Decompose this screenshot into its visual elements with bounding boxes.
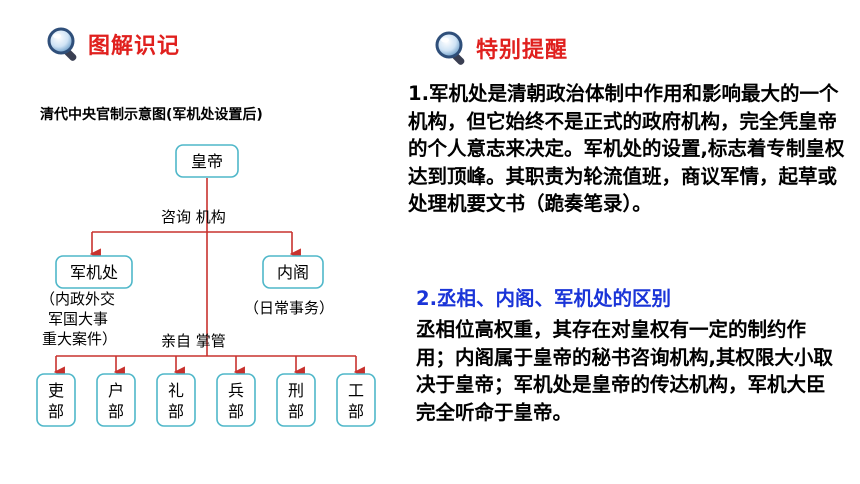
magnifier-icon [432,28,472,68]
node-ministry: 兵部 [216,373,256,427]
note-subheading-2: 2.丞相、内阁、军机处的区别 [416,287,671,310]
direct-label: 亲自 掌管 [161,332,226,350]
node-emperor: 皇帝 [175,144,239,178]
consult-label: 咨询 机构 [161,208,226,226]
magnifier-icon [44,24,84,64]
ministry-label: 户 [108,381,124,400]
note-paragraph-2: 丞相位高权重，其存在对皇权有一定的制约作用；内阁属于皇帝的秘书咨询机构,其权限大… [416,318,833,424]
org-chart: 皇帝 咨询 机构 军机处 （内政外交 军国大事 重大案件） 内阁 （日常事务） … [36,144,376,427]
section-header-diagram: 图解识记 [44,24,180,64]
ministry-label: 部 [168,402,184,421]
section-header-reminder: 特别提醒 [432,28,568,68]
ministry-label: 部 [348,402,364,421]
connector-lines [53,178,365,378]
node-junjichu-label: 军机处 [70,263,118,282]
node-ministry: 刑部 [276,373,316,427]
ministry-label: 部 [108,402,124,421]
ministry-label: 部 [48,402,64,421]
ministry-label: 部 [288,402,304,421]
neige-desc: （日常事务） [244,299,334,317]
ministry-label: 部 [228,402,244,421]
header-title-right: 特别提醒 [476,38,569,63]
node-neige-label: 内阁 [277,263,309,282]
junjichu-desc-line-1: （内政外交 [40,290,115,308]
junjichu-desc-line-2: 军国大事 [48,310,108,328]
node-neige: 内阁 [262,255,324,289]
node-ministry: 礼部 [156,373,196,427]
ministry-label: 兵 [228,381,244,400]
ministry-label: 礼 [168,381,184,400]
header-title-left: 图解识记 [88,34,181,59]
ministry-label: 工 [348,381,364,400]
node-ministry: 工部 [336,373,376,427]
ministry-label: 吏 [48,381,64,400]
note-paragraph-1: 1.军机处是清朝政治体制中作用和影响最大的一个机构，但它始终不是正式的政府机构，… [408,82,845,215]
node-emperor-label: 皇帝 [191,152,223,171]
node-ministry: 户部 [96,373,136,427]
node-ministry: 吏部 [36,373,76,427]
diagram-title: 清代中央官制示意图(军机处设置后) [40,107,263,123]
ministry-label: 刑 [288,381,304,400]
note-block: 1.军机处是清朝政治体制中作用和影响最大的一个机构，但它始终不是正式的政府机构，… [408,80,848,218]
junjichu-desc-line-3: 重大案件） [42,330,117,348]
node-junjichu: 军机处 [55,255,133,289]
